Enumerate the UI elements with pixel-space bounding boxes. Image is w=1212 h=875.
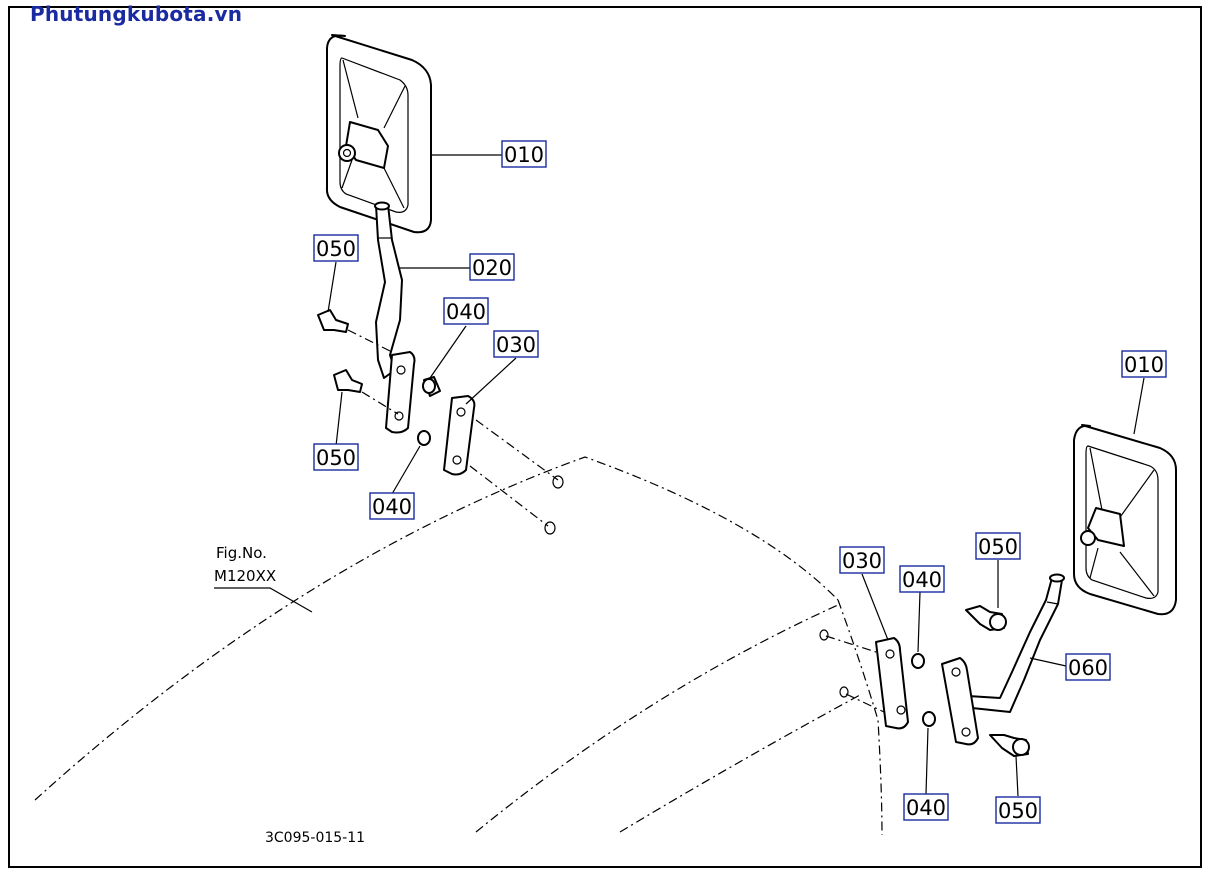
callout-040-a: 040: [443, 297, 489, 325]
callout-010-left: 010: [501, 140, 547, 168]
callout-050-b: 050: [313, 443, 359, 471]
callout-050-d: 050: [995, 796, 1041, 824]
callout-060: 060: [1065, 653, 1111, 681]
callout-020: 020: [469, 253, 515, 281]
svg-text:050: 050: [316, 237, 356, 261]
svg-text:010: 010: [504, 143, 544, 167]
left-inner-plate: [385, 351, 416, 434]
svg-text:020: 020: [472, 256, 512, 280]
svg-text:030: 030: [496, 333, 536, 357]
callout-030-left: 030: [493, 330, 539, 358]
svg-text:030: 030: [842, 549, 882, 573]
svg-text:040: 040: [902, 568, 942, 592]
callout-010-right: 010: [1121, 350, 1167, 378]
svg-text:060: 060: [1068, 656, 1108, 680]
brand-watermark: Phutungkubota.vn: [30, 2, 243, 26]
right-outer-plate: [941, 657, 979, 746]
right-mirror-assembly: [819, 424, 1177, 757]
figure-number-value: M120XX: [214, 567, 276, 585]
callout-040-c: 040: [899, 565, 945, 593]
right-inner-plate: [875, 637, 909, 730]
drawing-number: 3C095-015-11: [265, 830, 365, 846]
figure-number-label: Fig.No.: [216, 544, 267, 562]
callout-050-c: 050: [975, 532, 1021, 560]
callout-040-b: 040: [369, 492, 415, 520]
callout-030-right: 030: [839, 546, 885, 574]
callout-050-a: 050: [313, 234, 359, 262]
callout-040-d: 040: [903, 793, 949, 821]
svg-text:050: 050: [998, 799, 1038, 823]
right-mirror-head: [1073, 424, 1177, 616]
drawing-frame: [8, 6, 1202, 868]
svg-text:040: 040: [446, 300, 486, 324]
left-mirror-assembly: [317, 34, 564, 535]
svg-text:040: 040: [372, 495, 412, 519]
svg-text:050: 050: [316, 446, 356, 470]
svg-text:040: 040: [906, 796, 946, 820]
leader-lines: [214, 154, 1145, 797]
cab-roof-outline: [34, 456, 883, 836]
svg-text:010: 010: [1124, 353, 1164, 377]
svg-text:050: 050: [978, 535, 1018, 559]
